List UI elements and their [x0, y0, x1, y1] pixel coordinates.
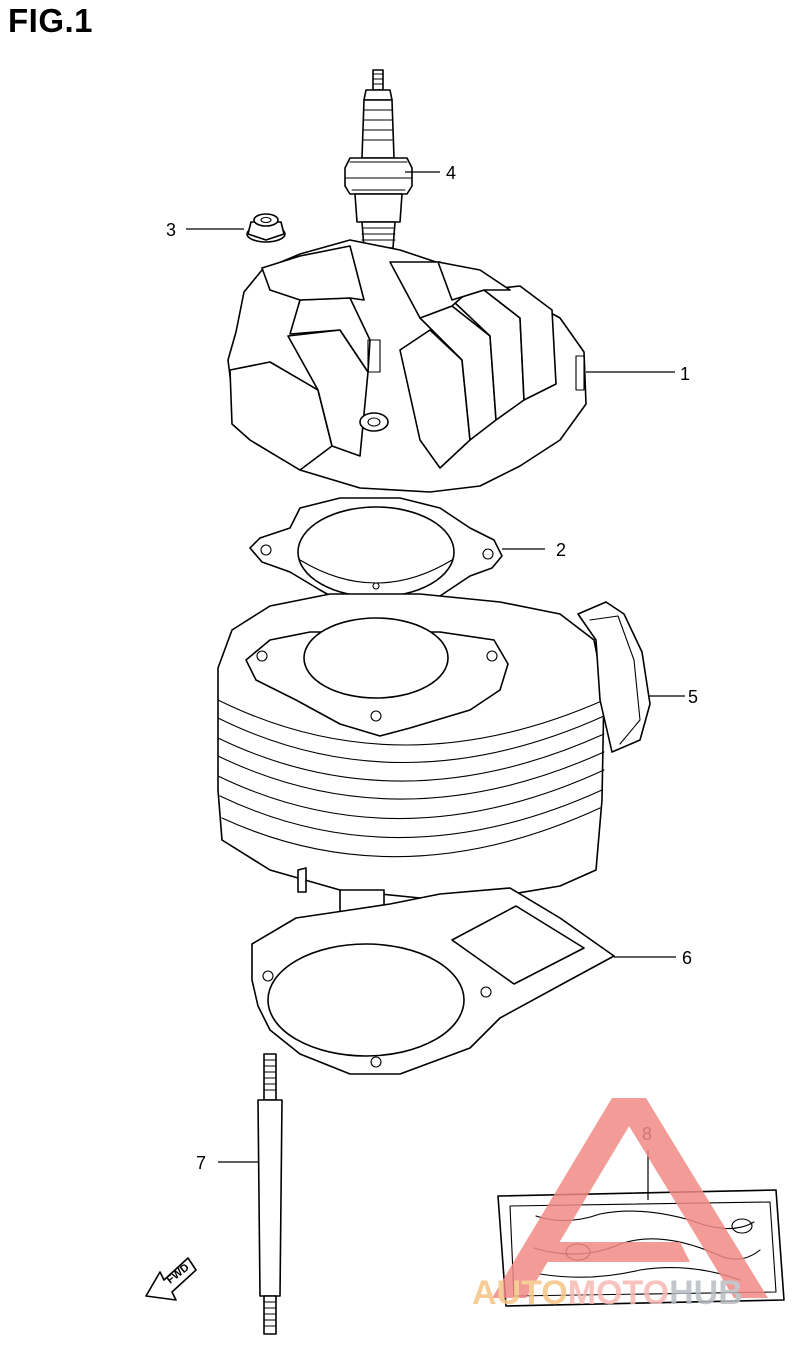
- cylinder-head[interactable]: [227, 239, 587, 493]
- callout-6: 6: [682, 948, 692, 968]
- callout-3: 3: [166, 220, 176, 240]
- svg-text:AUTOMOTOHUB: AUTOMOTOHUB: [472, 1274, 743, 1312]
- watermark-hub: HUB: [669, 1274, 743, 1312]
- callout-1: 1: [680, 364, 690, 384]
- spark-plug[interactable]: [344, 69, 413, 249]
- cylinder[interactable]: [217, 593, 651, 927]
- figure-title: FIG.1: [8, 2, 94, 39]
- nut[interactable]: [246, 213, 286, 243]
- callout-2: 2: [556, 540, 566, 560]
- cylinder-base-gasket[interactable]: [251, 887, 615, 1075]
- watermark-moto: MOTO: [568, 1274, 669, 1312]
- watermark-auto: AUTO: [472, 1274, 568, 1312]
- callout-7: 7: [196, 1153, 206, 1173]
- fwd-arrow-icon: FWD: [145, 1257, 197, 1301]
- callout-5: 5: [688, 687, 698, 707]
- callout-4: 4: [446, 163, 456, 183]
- watermark-logo: AUTOMOTOHUB: [472, 1098, 768, 1312]
- stud-bolt[interactable]: [257, 1053, 283, 1335]
